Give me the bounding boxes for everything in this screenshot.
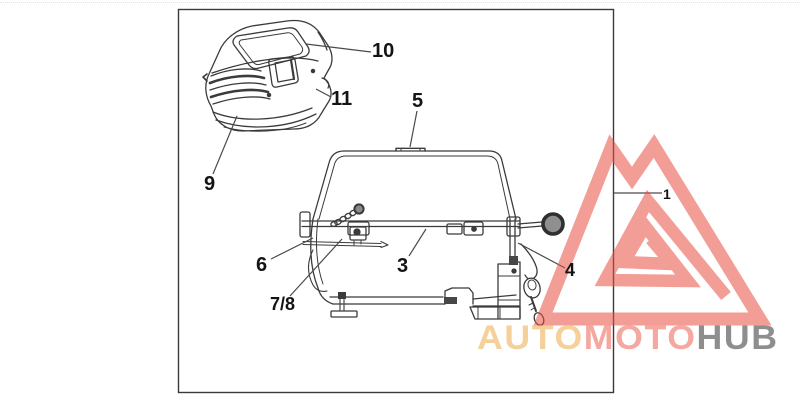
knob [541,212,565,236]
lid-outer [312,150,517,220]
mount-crossbars [497,275,521,301]
chain-anchor-bolt [353,228,361,236]
lid-inner [318,155,511,220]
lid-top-panel [232,27,310,70]
chain-link-3 [339,215,347,223]
latch-shadow-edge [289,58,296,81]
foot-base-plate [330,310,358,318]
open-topcase-drawing [299,147,565,326]
lid-seam [211,57,319,74]
diagram-frame [177,8,615,394]
lid-top-strip-ticks [400,147,421,152]
key-teeth [528,302,535,311]
leader-7-8 [289,238,343,297]
callout-9: 9 [204,173,216,195]
right-base-plate [469,306,521,320]
body-left-wall-inner [315,218,324,285]
left-nub [202,73,208,82]
leader-6 [270,237,314,260]
chain-link-2 [344,212,352,220]
rib-line-1 [210,68,262,77]
chain-link-1 [349,209,357,217]
rib-line-5 [212,96,271,105]
latch-bracket [463,221,484,236]
callout-leader-lines [212,43,662,297]
lid-top-panel-inner [238,32,304,66]
callout-6: 6 [256,254,268,276]
fastener-dot-2 [310,68,316,74]
leader-5 [409,110,418,148]
callout-5: 5 [412,90,424,112]
rib-line-3 [209,82,267,91]
rib-line-2 [208,74,266,85]
leader-4 [517,242,566,269]
latch-bracket-pin [471,226,477,232]
lock-cylinder-face [527,279,537,291]
chain-anchor-bracket [349,226,367,241]
right-base-plate-ribs [477,306,501,320]
rim-right-bracket [506,216,521,237]
watermark-text-moto: MOTO [583,319,697,357]
knob-arm [517,221,543,229]
key-shaft [530,296,537,312]
leader-3 [408,228,427,257]
watermark-text-hub: HUB [696,319,779,357]
chain-link-4 [334,218,342,226]
lid-edge-detail [317,31,328,51]
watermark-text: AUTOMOTOHUB [477,321,779,355]
fastener-dot-1 [266,92,272,98]
scan-edge-artifact [0,2,800,3]
rim-left-bracket [299,211,311,238]
front-latch-housing [268,56,299,88]
floor-step [444,287,474,305]
chain-link-5 [330,221,338,227]
strap-rod-tip [380,240,389,249]
mount-bolt [511,268,517,274]
rim-bar [301,220,521,228]
leader-9 [212,115,238,175]
hinge-bracket-mid [446,223,463,235]
floor-lines [329,296,446,305]
callout-3: 3 [397,255,409,277]
foot-bolt-head [338,292,346,299]
mount-pad [509,256,518,265]
body-left-wall [310,218,334,305]
case-body-outline [205,19,333,132]
callout-4: 4 [565,260,576,280]
side-step-detail [321,77,330,89]
watermark-triangle-logo [533,134,772,326]
side-pocket [307,249,328,292]
floor-right [472,294,521,307]
watermark-text-auto: AUTO [477,319,584,357]
logo-m-triangle [533,134,772,326]
foot-bolt-shaft [339,298,345,312]
floor-step-pad [444,297,457,304]
lid-top-strip [395,147,426,152]
callout-10: 10 [372,40,395,62]
closed-topcase-drawing [202,19,333,132]
callout-11: 11 [331,88,353,110]
callout-7-8: 7/8 [270,294,296,314]
chain-pin-head [353,203,365,215]
logo-triangle-spiral [594,189,731,300]
leader-11 [315,88,332,98]
callout-1: 1 [663,186,671,202]
leader-10 [305,43,372,53]
base-molding-2 [215,113,317,128]
rib-line-4 [209,88,270,99]
base-molding-1 [212,107,313,120]
